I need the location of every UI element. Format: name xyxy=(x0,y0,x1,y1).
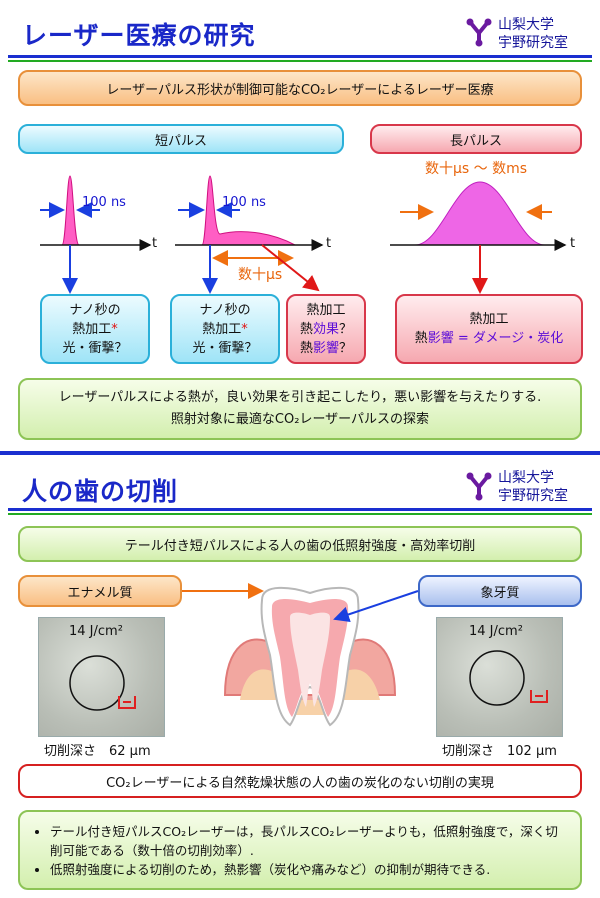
title-rule xyxy=(8,508,592,511)
long-pulse-label: 長パルス xyxy=(449,133,502,149)
university-logo-icon xyxy=(466,472,492,502)
cut-area-circle xyxy=(69,655,125,711)
result-text: 熱加工 xyxy=(202,321,242,337)
short-pulse-shape xyxy=(61,175,80,246)
asterisk: * xyxy=(241,321,248,337)
depth-caption-left: 切削深さ 62 μm xyxy=(44,744,151,759)
lab-name-line1: 山梨大学 xyxy=(498,470,554,486)
banner-tooth-cutting: テール付き短パルスによる人の歯の低照射強度・高効率切削 xyxy=(18,526,582,562)
banner-text: レーザーパルス形状が制御可能なCO₂レーザーによるレーザー医療 xyxy=(106,82,494,98)
tail-duration-label: 数十μs xyxy=(238,267,283,283)
summary-line1: レーザーパルスによる熱が，良い効果を引き起こしたり，悪い影響を与えたりする. xyxy=(58,390,542,405)
result-box-tail: 熱加工 熱効果？ 熱影響？ xyxy=(286,294,366,364)
result-box-long: 熱加工 熱影響 = ダメージ・炭化 xyxy=(395,294,583,364)
dentin-label: 象牙質 xyxy=(480,585,520,601)
title-rule xyxy=(8,55,592,58)
fluence-label-left: 14 J/cm² xyxy=(69,624,123,639)
section2-title: 人の歯の切削 xyxy=(22,477,179,506)
title-rule-green xyxy=(8,513,592,515)
short-pulse-with-tail-shape xyxy=(201,175,296,246)
scale-marker-icon xyxy=(118,696,136,709)
damage-text: 影響 = ダメージ・炭化 xyxy=(427,331,564,346)
result-statement-box: CO₂レーザーによる自然乾燥状態の人の歯の炭化のない切削の実現 xyxy=(18,764,582,798)
lab-name-line1: 山梨大学 xyxy=(498,17,554,33)
dentin-label-box: 象牙質 xyxy=(418,575,582,607)
scale-marker-icon xyxy=(530,690,548,703)
result-text: ？ xyxy=(339,321,353,337)
dentin-cut-photo: 14 J/cm² xyxy=(436,617,563,737)
summary-box: レーザーパルスによる熱が，良い効果を引き起こしたり，悪い影響を与えたりする. 照… xyxy=(18,378,582,440)
influence-word: 影響 xyxy=(312,340,339,356)
result-text: 熱加工 xyxy=(469,312,509,327)
short-pulse-label: 短パルス xyxy=(154,133,207,149)
enamel-label-box: エナメル質 xyxy=(18,575,182,607)
result-text: ？ xyxy=(339,340,353,356)
pulse-width-label-2: 100 ns xyxy=(222,195,266,210)
pulse-diagram xyxy=(40,175,567,294)
long-pulse-shape xyxy=(414,181,546,246)
result-box-short1: ナノ秒の 熱加工* 光・衝撃？ xyxy=(40,294,150,364)
result-text: 熱加工 xyxy=(72,321,112,337)
title-rule-green xyxy=(8,60,592,62)
result-text: ナノ秒の xyxy=(199,302,251,318)
summary-line2: 照射対象に最適なCO₂レーザーパルスの探索 xyxy=(170,412,430,427)
cut-area-circle xyxy=(469,650,525,706)
axis-t-2: t xyxy=(326,236,332,251)
banner-co2-laser: レーザーパルス形状が制御可能なCO₂レーザーによるレーザー医療 xyxy=(18,70,582,106)
fluence-label-right: 14 J/cm² xyxy=(469,624,523,639)
conclusion-bullet-2: 低照射強度による切削のため，熱影響（炭化や痛みなど）の抑制が期待できる. xyxy=(50,860,566,879)
conclusion-list: テール付き短パルスCO₂レーザーは，長パルスCO₂レーザーよりも，低照射強度で，… xyxy=(34,822,566,879)
pulse-width-label-1: 100 ns xyxy=(82,195,126,210)
result-box-short2: ナノ秒の 熱加工* 光・衝撃？ xyxy=(170,294,280,364)
dentin-arrow xyxy=(333,590,419,623)
result-text: 光・衝撃？ xyxy=(62,340,128,356)
conclusion-box: テール付き短パルスCO₂レーザーは，長パルスCO₂レーザーよりも，低照射強度で，… xyxy=(18,810,582,890)
result-text: 光・衝撃？ xyxy=(192,340,258,356)
banner-text: テール付き短パルスによる人の歯の低照射強度・高効率切削 xyxy=(124,538,476,554)
lab-name-line2: 宇野研究室 xyxy=(498,488,568,504)
result-text: 熱 xyxy=(299,321,313,337)
section1-title: レーザー医療の研究 xyxy=(22,21,256,50)
enamel-label: エナメル質 xyxy=(67,585,133,601)
lab-name-line2: 宇野研究室 xyxy=(498,35,568,51)
pulp-shape xyxy=(290,612,330,707)
depth-caption-right: 切削深さ 102 μm xyxy=(442,744,557,759)
long-pulse-header: 長パルス xyxy=(370,124,582,154)
conclusion-bullet-1: テール付き短パルスCO₂レーザーは，長パルスCO₂レーザーよりも，低照射強度で，… xyxy=(50,822,566,860)
enamel-cut-photo: 14 J/cm² xyxy=(38,617,165,737)
long-pulse-duration-label: 数十μs 〜 数ms xyxy=(425,161,528,177)
axis-t-3: t xyxy=(570,236,576,251)
university-logo-icon xyxy=(466,18,492,48)
result-text: 熱 xyxy=(414,331,428,346)
section-divider xyxy=(0,451,600,455)
result-text: ナノ秒の xyxy=(69,302,121,318)
tooth-illustration xyxy=(182,583,419,727)
short-pulse-header: 短パルス xyxy=(18,124,344,154)
axis-t-1: t xyxy=(152,236,158,251)
result-text: 熱 xyxy=(299,340,313,356)
asterisk: * xyxy=(111,321,118,337)
result-text: 熱加工 xyxy=(306,302,346,318)
result-statement: CO₂レーザーによる自然乾燥状態の人の歯の炭化のない切削の実現 xyxy=(106,775,494,791)
effect-word: 効果 xyxy=(312,321,339,337)
